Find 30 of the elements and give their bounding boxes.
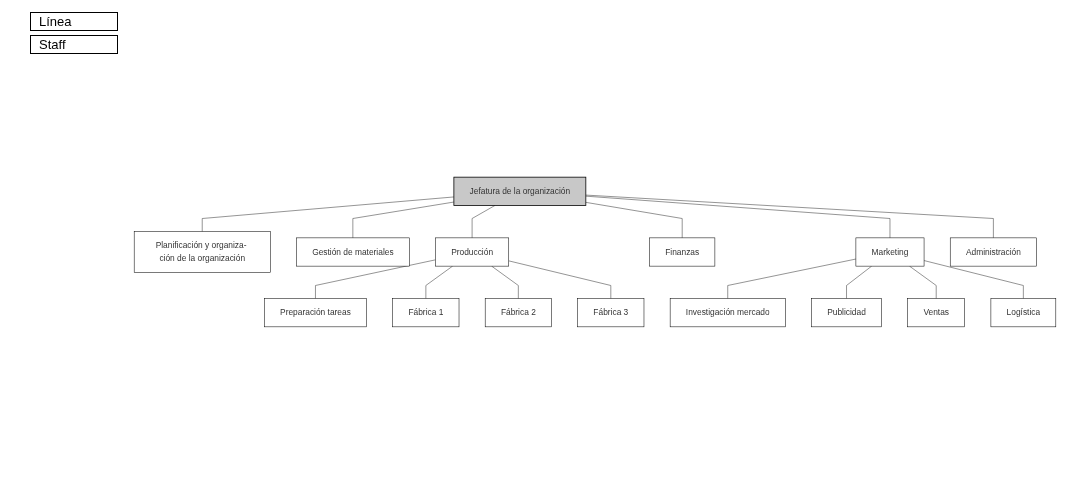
connector: [909, 265, 937, 299]
connector: [508, 260, 612, 299]
node-box: Marketing: [855, 237, 925, 267]
connector: [425, 265, 453, 299]
connector: [923, 260, 1024, 299]
node-box: Finanzas: [649, 237, 716, 267]
node-box: Publicidad: [811, 298, 882, 328]
connector: [585, 202, 683, 239]
node-box: Ventas: [907, 298, 965, 328]
node-box: Gestión de materiales: [296, 237, 410, 267]
node-box: Logística: [990, 298, 1057, 328]
node-box: Fábrica 1: [392, 298, 460, 328]
node-box: Fábrica 2: [484, 298, 552, 328]
node-box: Preparación tareas: [264, 298, 367, 328]
node-box: Producción: [435, 237, 509, 267]
node-box: Fábrica 3: [577, 298, 645, 328]
connector: [201, 196, 455, 232]
node-box: Planificación y organiza- ción de la organización: [133, 231, 271, 273]
connector: [491, 265, 519, 299]
node-box: Jefatura de la organización: [453, 176, 587, 206]
connector: [846, 265, 872, 299]
legend-entry: Staff: [30, 35, 118, 54]
connector: [585, 195, 891, 239]
connector: [352, 201, 455, 239]
connector: [585, 194, 994, 239]
node-box: Investigación mercado: [669, 298, 786, 328]
connector: [727, 258, 857, 299]
legend-entry: Línea: [30, 12, 118, 31]
connector: [315, 259, 436, 299]
node-box: Administración: [949, 237, 1037, 267]
